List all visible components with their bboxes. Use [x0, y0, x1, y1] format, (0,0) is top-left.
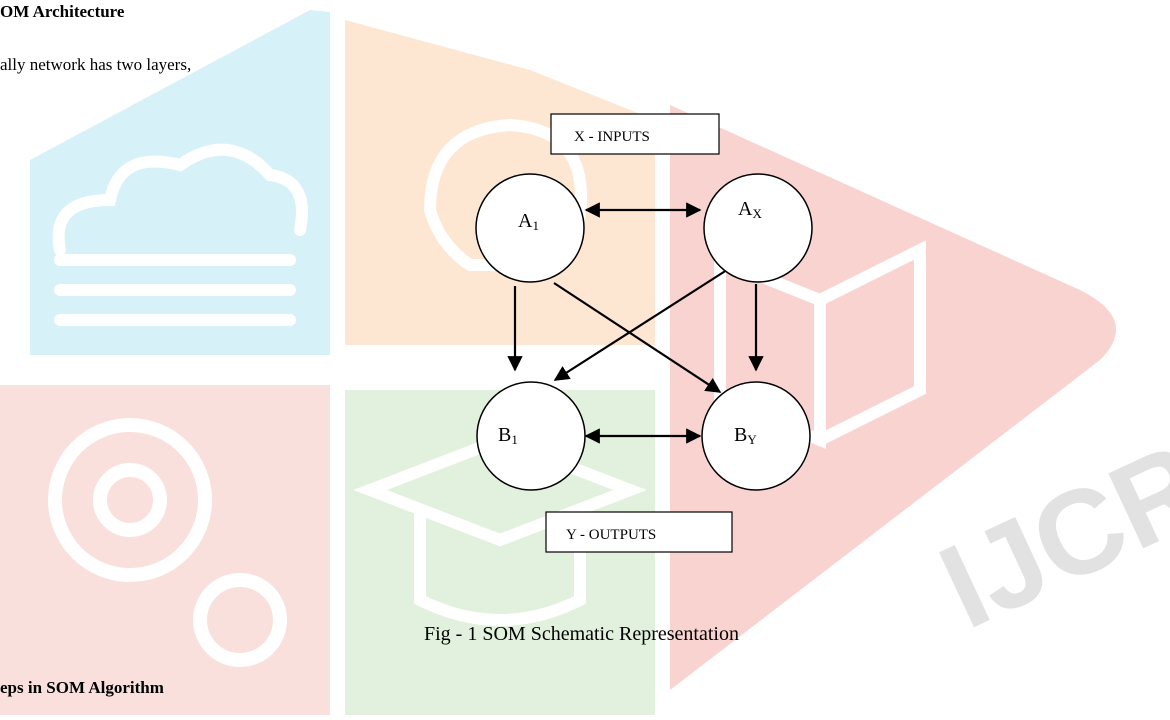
book-icon [714, 240, 926, 449]
graduation-cap-icon [353, 433, 647, 626]
node-by-letter: B [734, 424, 747, 446]
svg-text:BY: BY [734, 424, 757, 447]
outputs-box-label: Y - OUTPUTS [566, 527, 656, 543]
next-section-heading: eps in SOM Algorithm [0, 678, 164, 697]
node-by-sub: Y [747, 432, 757, 447]
node-b1-sub: 1 [511, 432, 518, 447]
arrow-a1-by [553, 282, 722, 393]
svg-text:AX: AX [738, 198, 762, 221]
node-b1 [476, 381, 586, 491]
body-line: ally network has two layers, [0, 55, 192, 74]
node-ax-letter: A [738, 198, 753, 220]
outputs-box [545, 511, 733, 553]
svg-text:A1: A1 [518, 210, 539, 233]
node-a1-letter: A [518, 210, 533, 232]
node-ax [703, 173, 813, 283]
inputs-box [550, 113, 720, 155]
inputs-box-label: X - INPUTS [574, 129, 650, 145]
cloud-icon [52, 143, 308, 326]
gears-icon [48, 418, 287, 667]
svg-text:B1: B1 [498, 424, 518, 447]
section-heading: OM Architecture [0, 2, 125, 21]
node-a1 [475, 173, 585, 283]
node-ax-sub: X [752, 206, 762, 221]
lightbulb-icon [423, 118, 588, 271]
watermark-cyan-panel [30, 10, 330, 355]
node-by [701, 381, 811, 491]
node-b1-letter: B [498, 424, 511, 446]
arrow-ax-b1 [553, 267, 731, 381]
node-a1-sub: 1 [532, 218, 539, 233]
watermark-salmon-panel [0, 385, 330, 715]
figure-caption: Fig - 1 SOM Schematic Representation [424, 623, 739, 645]
